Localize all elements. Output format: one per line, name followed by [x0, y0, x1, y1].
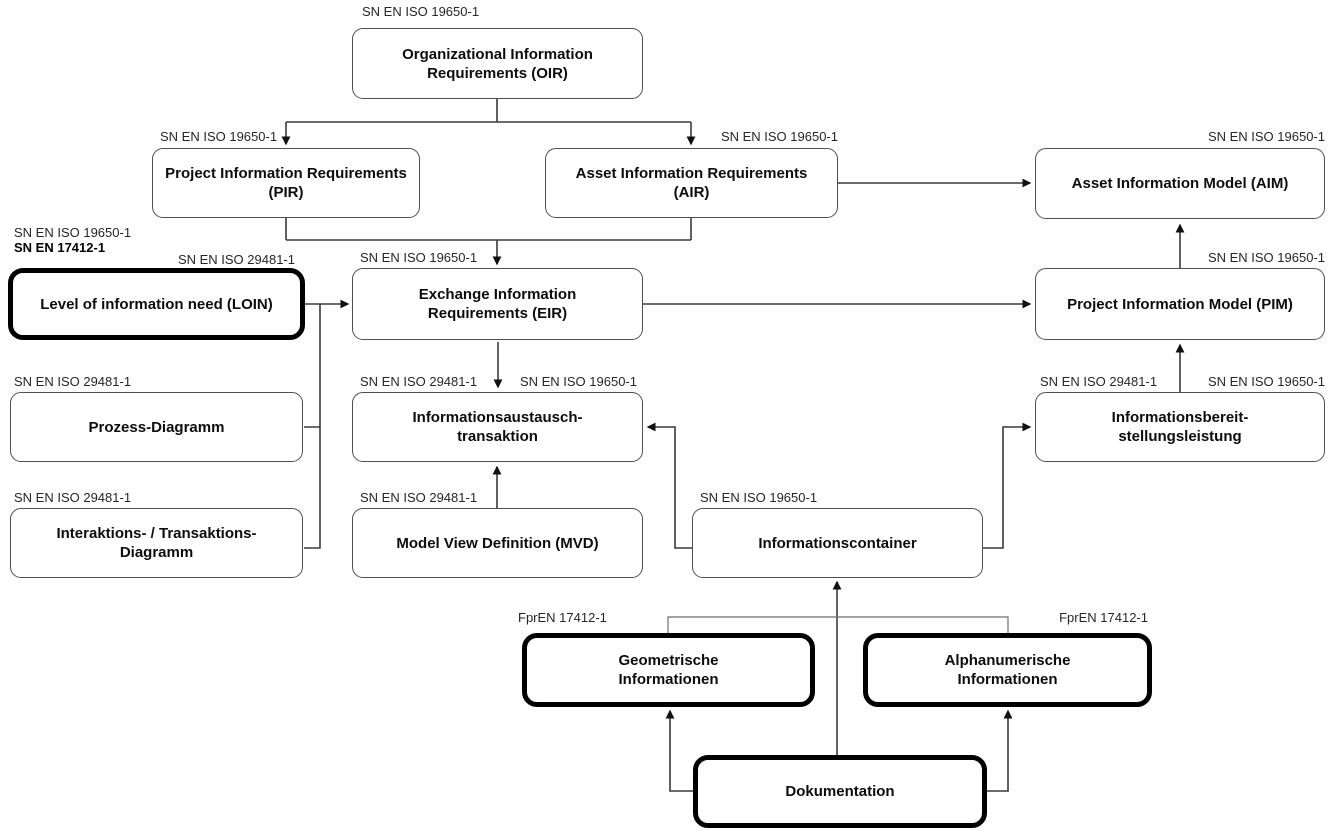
- standard-label-pim: SN EN ISO 19650-1: [1207, 250, 1325, 265]
- node-eir-line2: Requirements (EIR): [427, 305, 568, 322]
- standard-label-austausch-left: SN EN ISO 29481-1: [360, 374, 478, 389]
- edge-pir-air-merge: [285, 218, 692, 241]
- edge-oir-stem: [286, 99, 691, 123]
- standard-label-aim: SN EN ISO 19650-1: [1207, 129, 1325, 144]
- edge-container-bereitstellung: [983, 422, 1032, 549]
- node-interaktions-diagramm: Interaktions- / Transaktions- Diagramm: [10, 508, 303, 578]
- standard-label-interaktion: SN EN ISO 29481-1: [14, 490, 132, 505]
- edge-dokumentation-geometrisch: [665, 709, 693, 792]
- node-eir-line1: Exchange Information: [418, 286, 577, 303]
- node-loin-line1: Level of information need (LOIN): [40, 295, 273, 313]
- node-pim: Project Information Model (PIM): [1035, 268, 1325, 340]
- standard-label-loin-2: SN EN 17412-1: [14, 240, 106, 255]
- node-oir: Organizational Information Requirements …: [352, 28, 643, 99]
- node-pir-line1: Project Information Requirements: [165, 165, 407, 182]
- standard-label-oir: SN EN ISO 19650-1: [362, 4, 480, 19]
- node-aim: Asset Information Model (AIM): [1035, 148, 1325, 219]
- node-alphanumerisch-line2: Informationen: [957, 671, 1058, 688]
- standard-label-loin-3: SN EN ISO 29481-1: [177, 252, 295, 267]
- standard-label-pir: SN EN ISO 19650-1: [160, 129, 278, 144]
- node-bereitstellung-line1: Informationsbereit-: [1111, 409, 1249, 426]
- standard-label-air: SN EN ISO 19650-1: [720, 129, 838, 144]
- node-air: Asset Information Requirements (AIR): [545, 148, 838, 218]
- standard-label-container: SN EN ISO 19650-1: [700, 490, 818, 505]
- node-oir-line2: Requirements (OIR): [427, 64, 568, 82]
- node-aim-line1: Asset Information Model (AIM): [1071, 175, 1289, 192]
- node-alphanumerische-informationen: Alphanumerische Informationen: [863, 633, 1152, 707]
- standard-label-eir: SN EN ISO 19650-1: [360, 250, 478, 265]
- node-bereitstellung-line2: stellungsleistung: [1118, 428, 1242, 445]
- standard-label-loin-1: SN EN ISO 19650-1: [14, 225, 132, 240]
- node-air-line1: Asset Information Requirements: [575, 165, 808, 182]
- node-dokumentation: Dokumentation: [693, 755, 987, 828]
- node-informationscontainer: Informationscontainer: [692, 508, 983, 578]
- node-dokumentation-line1: Dokumentation: [785, 783, 895, 800]
- edge-container-austausch: [646, 422, 692, 549]
- node-interaktion-line1: Interaktions- / Transaktions-: [56, 525, 257, 542]
- node-pim-line1: Project Information Model (PIM): [1067, 295, 1293, 313]
- node-pir-line2: (PIR): [268, 184, 304, 201]
- node-container-line1: Informationscontainer: [758, 534, 917, 552]
- standard-label-geometrisch: FprEN 17412-1: [518, 610, 607, 625]
- node-prozess-diagramm: Prozess-Diagramm: [10, 392, 303, 462]
- node-oir-line1: Organizational Information: [402, 45, 593, 63]
- node-loin: Level of information need (LOIN): [8, 268, 305, 340]
- standard-label-bereitstellung-right: SN EN ISO 19650-1: [1207, 374, 1325, 389]
- node-eir: Exchange Information Requirements (EIR): [352, 268, 643, 340]
- node-prozess-line1: Prozess-Diagramm: [88, 418, 225, 436]
- node-alphanumerisch-line1: Alphanumerische: [944, 652, 1071, 669]
- standard-label-prozess: SN EN ISO 29481-1: [14, 374, 132, 389]
- node-austausch-line2: transaktion: [457, 428, 538, 445]
- node-pir: Project Information Requirements (PIR): [152, 148, 420, 218]
- edge-geo-alpha-bracket: [667, 616, 1009, 633]
- node-geometrisch-line1: Geometrische: [618, 652, 719, 669]
- standard-label-alphanumerisch: FprEN 17412-1: [1059, 610, 1148, 625]
- node-geometrische-informationen: Geometrische Informationen: [522, 633, 815, 707]
- node-geometrisch-line2: Informationen: [618, 671, 719, 688]
- node-informationsaustausch: Informationsaustausch- transaktion: [352, 392, 643, 462]
- standard-label-bereitstellung-left: SN EN ISO 29481-1: [1040, 374, 1158, 389]
- standard-label-mvd: SN EN ISO 29481-1: [360, 490, 478, 505]
- node-informationsbereitstellung: Informationsbereit- stellungsleistung: [1035, 392, 1325, 462]
- node-mvd: Model View Definition (MVD): [352, 508, 643, 578]
- node-interaktion-line2: Diagramm: [119, 544, 194, 561]
- standard-label-austausch-right: SN EN ISO 19650-1: [519, 374, 637, 389]
- node-air-line2: (AIR): [673, 184, 710, 201]
- node-mvd-line1: Model View Definition (MVD): [396, 534, 599, 552]
- edge-diagramme-branch: [304, 304, 321, 549]
- edge-dokumentation-alphanumerisch: [987, 709, 1013, 792]
- node-austausch-line1: Informationsaustausch-: [412, 409, 583, 426]
